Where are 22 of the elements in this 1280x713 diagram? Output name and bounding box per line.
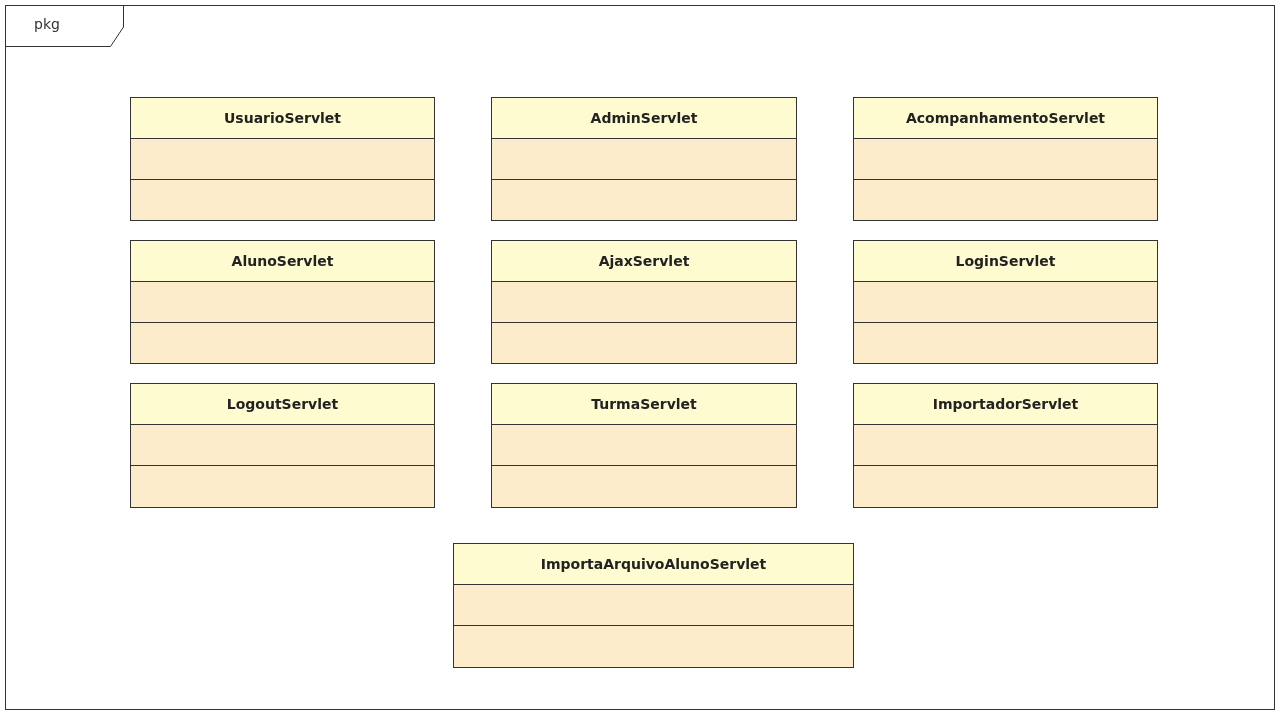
- class-name: ImportaArquivoAlunoServlet: [540, 556, 767, 572]
- class-box: [491, 383, 797, 508]
- package-name: pkg: [34, 16, 60, 32]
- class-box: [130, 240, 435, 364]
- class-name: AcompanhamentoServlet: [905, 110, 1106, 126]
- class-name: AlunoServlet: [231, 253, 334, 269]
- class-name: TurmaServlet: [591, 396, 697, 412]
- class-box: [130, 383, 435, 508]
- class-box: [130, 97, 435, 221]
- class-name: ImportadorServlet: [932, 396, 1079, 412]
- class-box: [853, 240, 1158, 364]
- class-name: AdminServlet: [590, 110, 698, 126]
- class-box: [853, 97, 1158, 221]
- class-name: UsuarioServlet: [224, 110, 341, 126]
- class-box: [453, 543, 854, 668]
- class-box: [491, 240, 797, 364]
- class-box: [853, 383, 1158, 508]
- class-name: LoginServlet: [955, 253, 1056, 269]
- class-name: AjaxServlet: [598, 253, 690, 269]
- class-box: [491, 97, 797, 221]
- package-frame: [5, 5, 1275, 710]
- class-name: LogoutServlet: [226, 396, 339, 412]
